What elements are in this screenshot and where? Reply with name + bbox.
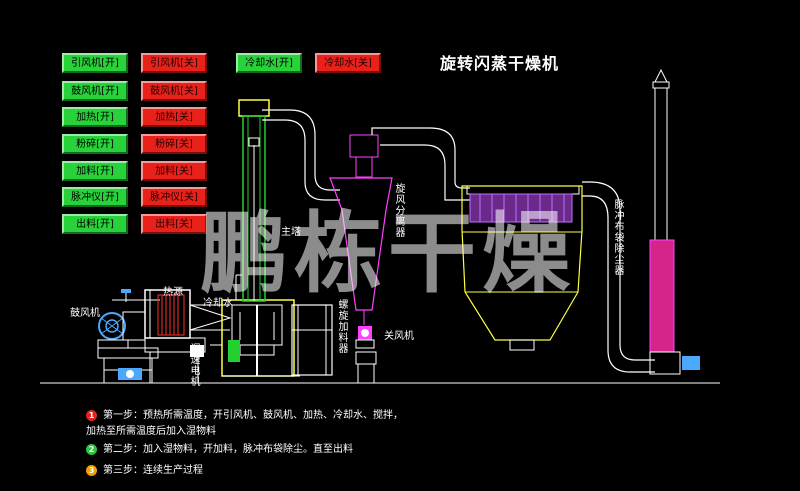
cooling-water-off-button[interactable]: 冷却水[关] [315, 53, 381, 73]
cyclone-separator [329, 134, 393, 325]
heating-on-button[interactable]: 加热[开] [62, 107, 128, 127]
discharge-on-button[interactable]: 出料[开] [62, 214, 128, 234]
duct-tower-to-cyclone [262, 109, 340, 201]
step-3: 3 第三步：连续生产过程 [86, 463, 203, 479]
screw-feeder-label: 螺旋加料器 [338, 300, 349, 355]
cooling-water-label: 冷却水 [203, 298, 233, 309]
pulse-on-button[interactable]: 脉冲仪[开] [62, 187, 128, 207]
cyclone-stand [355, 351, 377, 383]
duct-filter-to-exhaust [582, 181, 655, 373]
main-base [210, 299, 300, 377]
screw-feeder [291, 304, 333, 376]
step-1-line-1: 第一步：预热所需温度，开引风机、鼓风机、加热、冷却水、搅拌， [103, 410, 403, 421]
crushing-off-button[interactable]: 粉碎[关] [141, 134, 207, 154]
cyclone-label: 旋风分离器 [395, 184, 406, 239]
page-title: 旋转闪蒸干燥机 [440, 54, 560, 73]
blower-on-button[interactable]: 鼓风机[开] [62, 81, 128, 101]
step-1-number: 1 [86, 409, 97, 421]
heat-source-label: 热源 [163, 287, 183, 298]
watermark: 鹏栋干燥 [200, 202, 577, 305]
pulse-off-button[interactable]: 脉冲仪[关] [141, 187, 207, 207]
valve-fan-label: 关风机 [384, 331, 414, 342]
main-tower [238, 99, 270, 302]
step-2: 2 第二步：加入湿物料，开加料，脉冲布袋除尘。直至出料 [86, 442, 353, 458]
step-3-line-1: 第三步：连续生产过程 [103, 465, 203, 476]
speed-motor-label: 调速电机 [190, 344, 201, 388]
small-motor-icon [118, 368, 142, 380]
induced-fan-on-button[interactable]: 引风机[开] [62, 53, 128, 73]
step-3-number: 3 [86, 464, 97, 476]
cooling-water-on-button[interactable]: 冷却水[开] [236, 53, 302, 73]
pulse-bag-filter [461, 185, 583, 351]
induced-fan-off-button[interactable]: 引风机[关] [141, 53, 207, 73]
feeding-on-button[interactable]: 加料[开] [62, 161, 128, 181]
blower-off-button[interactable]: 鼓风机[关] [141, 81, 207, 101]
pulse-filter-label: 脉冲布袋除尘器 [614, 200, 625, 277]
blower-label: 鼓风机 [70, 308, 100, 319]
speed-motor-icon [190, 345, 204, 357]
exhaust-stack [649, 68, 700, 375]
duct-cyclone-to-filter [371, 127, 470, 201]
heat-source-unit [144, 289, 232, 339]
main-tower-label: 主塔 [281, 227, 301, 238]
valve-icon [112, 289, 160, 302]
cooling-water-pipe [235, 274, 242, 300]
feeding-off-button[interactable]: 加料[关] [141, 161, 207, 181]
heat-frame [144, 337, 206, 383]
heating-off-button[interactable]: 加热[关] [141, 107, 207, 127]
step-2-number: 2 [86, 443, 97, 455]
step-1-line-2: 加热至所需温度后加入湿物料 [86, 426, 216, 437]
step-1: 1 第一步：预热所需温度，开引风机、鼓风机、加热、冷却水、搅拌， 加热至所需温度后… [86, 408, 403, 440]
step-2-line-1: 第二步：加入湿物料，开加料，脉冲布袋除尘。直至出料 [103, 444, 353, 455]
blower-icon [97, 311, 146, 349]
valve-fan-icon [355, 326, 375, 349]
crushing-on-button[interactable]: 粉碎[开] [62, 134, 128, 154]
discharge-off-button[interactable]: 出料[关] [141, 214, 207, 234]
